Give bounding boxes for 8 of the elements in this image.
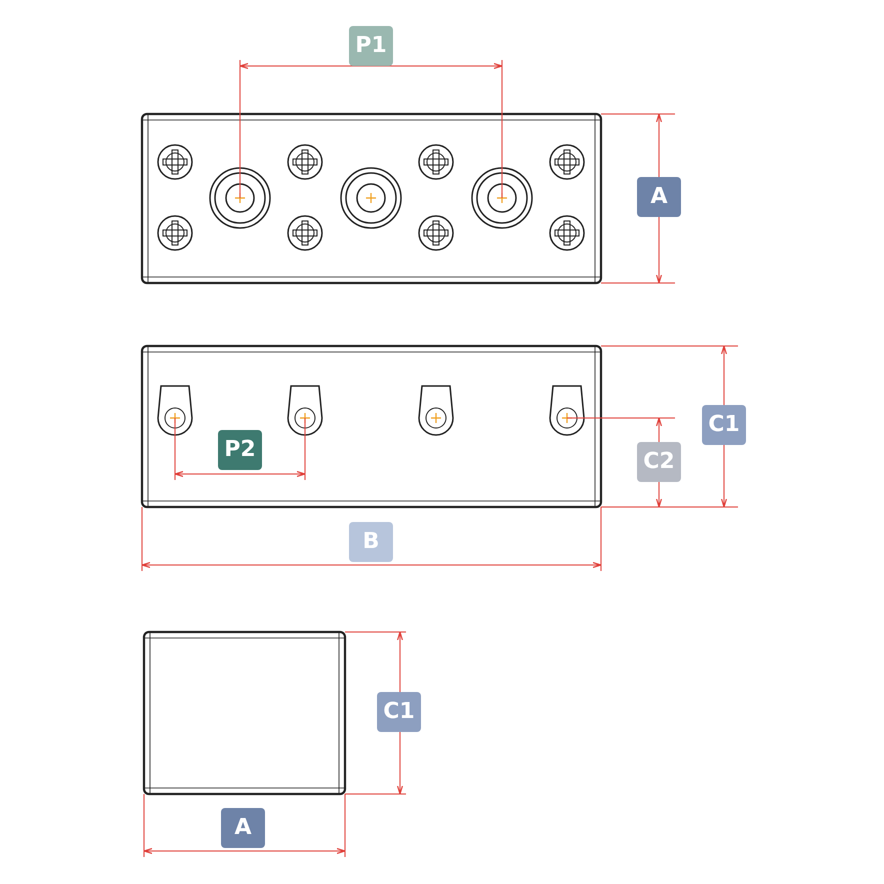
dimension-label: P2 bbox=[218, 430, 262, 470]
dimension-label: C2 bbox=[637, 442, 681, 482]
dimension-label: A bbox=[637, 177, 681, 217]
dimension-label: A bbox=[221, 808, 265, 848]
dimension-label: P1 bbox=[349, 26, 393, 66]
dimension-label: B bbox=[349, 522, 393, 562]
dimension-label: C1 bbox=[377, 692, 421, 732]
dimension-label: C1 bbox=[702, 405, 746, 445]
